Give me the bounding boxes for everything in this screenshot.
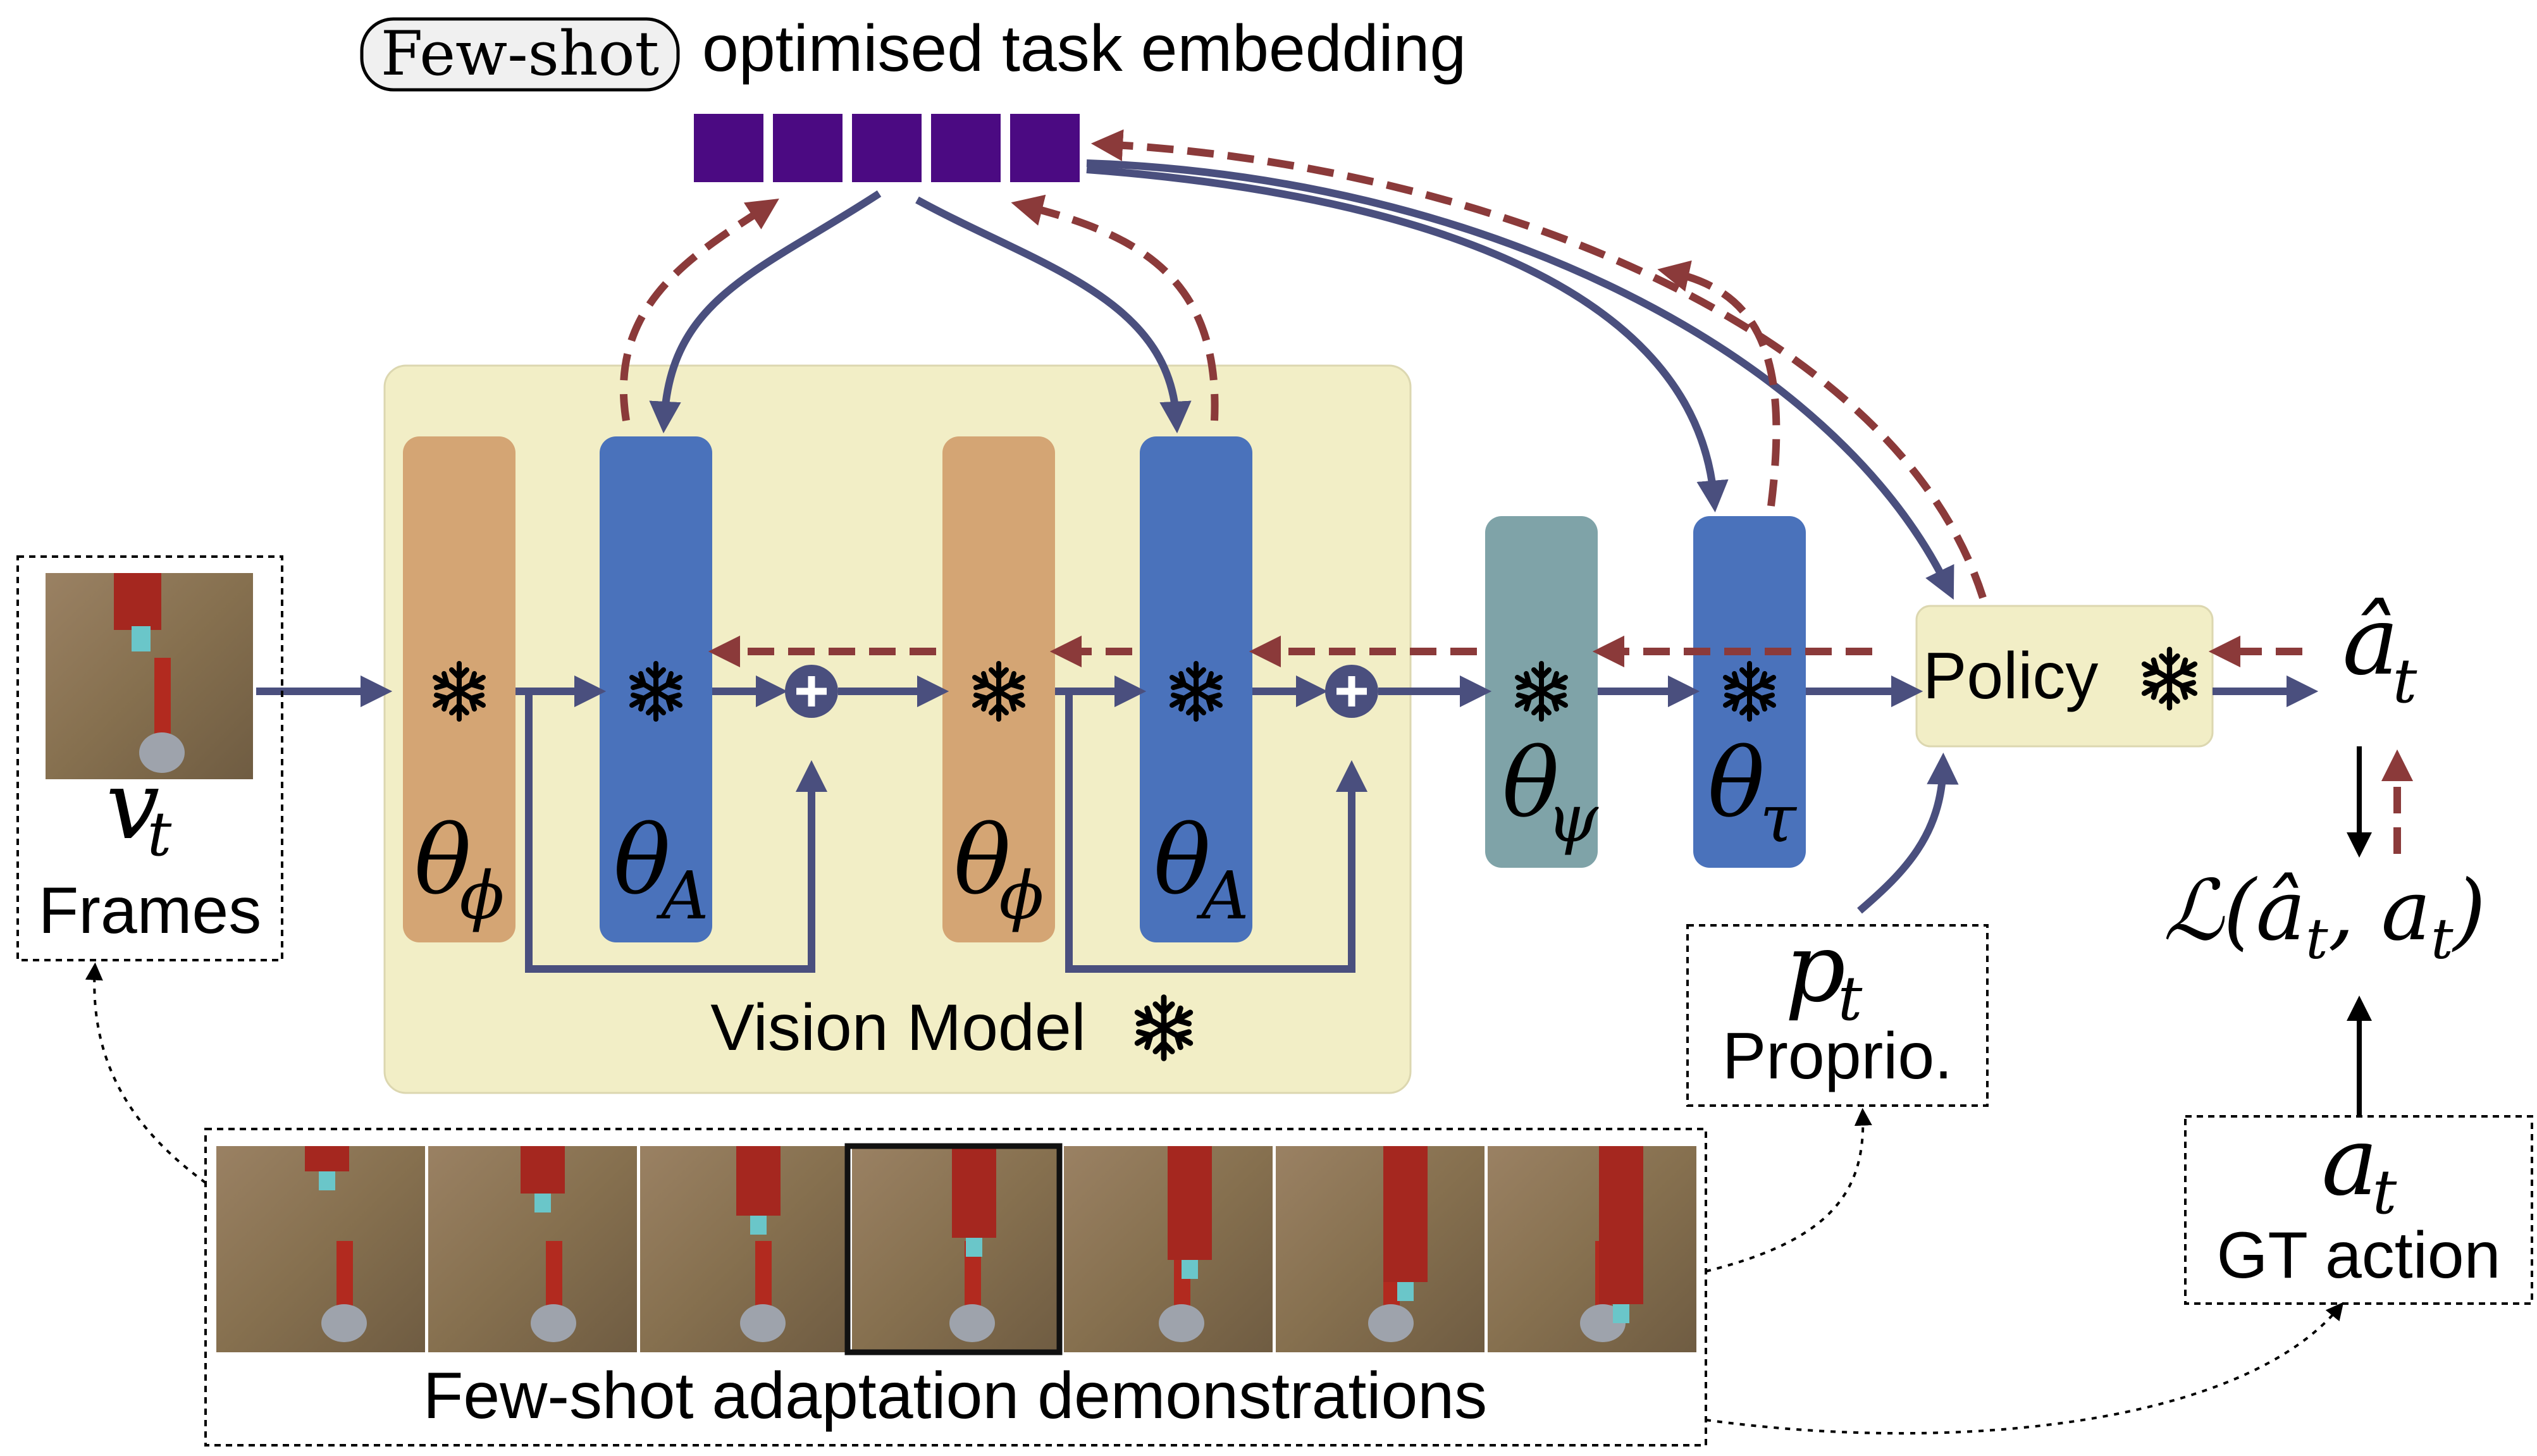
embedding-cell	[931, 114, 1001, 182]
svg-text:A: A	[656, 857, 708, 934]
svg-text:A: A	[1196, 857, 1249, 934]
svg-text:Proprio.: Proprio.	[1722, 1020, 1953, 1093]
demo-frame	[1488, 1146, 1696, 1352]
dotted-connectors	[85, 962, 2344, 1435]
few-shot-badge-text: Few-shot	[381, 18, 659, 89]
vision-model-label: Vision Model	[710, 991, 1086, 1064]
embedding-cell	[1010, 114, 1080, 182]
phi-block-1: θ ϕ	[403, 436, 515, 942]
frame-thumbnail	[46, 573, 253, 779]
demo-frame	[1064, 1146, 1273, 1352]
forward-flow	[256, 159, 2319, 914]
demo-frame	[640, 1146, 849, 1352]
proprio-input: p t Proprio.	[1686, 913, 1989, 1107]
psi-block: θ ψ	[1485, 516, 1599, 868]
phi-block-2: θ ϕ	[942, 436, 1055, 942]
demos-label: Few-shot adaptation demonstrations	[423, 1359, 1487, 1433]
gradient-flow	[619, 129, 2414, 854]
demo-frame	[216, 1146, 425, 1352]
svg-text:τ: τ	[1760, 780, 1797, 857]
svg-text:t: t	[147, 799, 172, 870]
svg-text:θ: θ	[1708, 729, 1765, 839]
demonstrations-strip: Few-shot adaptation demonstrations	[204, 1128, 1707, 1447]
svg-text:t: t	[1838, 963, 1863, 1034]
attn-block-2: θ A	[1140, 436, 1252, 942]
attn-block-1: θ A	[600, 436, 712, 942]
gt-action-input: a t GT action	[2184, 1107, 2533, 1305]
plus-circle-icon	[785, 665, 838, 718]
svg-text:θ: θ	[1502, 729, 1559, 839]
svg-text:GT action: GT action	[2217, 1219, 2501, 1292]
svg-text:â: â	[2342, 586, 2398, 696]
highlighted-demo-frame	[844, 1143, 1063, 1355]
demo-frame	[428, 1146, 637, 1352]
tau-block: θ τ	[1693, 516, 1806, 868]
svg-text:θ: θ	[1154, 806, 1211, 916]
svg-text:p: p	[1785, 913, 1846, 1023]
vision-model-panel	[383, 364, 1412, 1094]
svg-text:t: t	[2393, 646, 2417, 717]
embedding-cell	[694, 114, 763, 182]
predicted-action: â t	[2342, 586, 2417, 717]
svg-text:ℒ(ât, at): ℒ(ât, at)	[2163, 862, 2486, 972]
embedding-cell	[852, 114, 922, 182]
svg-text:θ: θ	[954, 806, 1011, 916]
policy-block: Policy	[1915, 605, 2214, 748]
svg-text:θ: θ	[414, 806, 471, 916]
frames-input: v t Frames	[16, 555, 283, 961]
header-title: optimised task embedding	[702, 12, 1466, 85]
task-embedding	[694, 114, 1080, 182]
svg-text:a: a	[2321, 1107, 2378, 1217]
svg-text:ϕ: ϕ	[460, 857, 505, 934]
residual-connection-2	[1065, 691, 1368, 973]
svg-text:θ: θ	[614, 806, 670, 916]
frames-label: Frames	[39, 874, 261, 947]
svg-text:ψ: ψ	[1546, 780, 1599, 857]
svg-text:ϕ: ϕ	[999, 857, 1044, 934]
svg-text:Policy: Policy	[1923, 639, 2098, 713]
frames-var: v	[106, 751, 160, 861]
demo-frame	[1276, 1146, 1485, 1352]
demo-frames	[216, 1146, 1696, 1352]
loss-expression: ℒ(ât, at)	[2163, 862, 2486, 972]
demo-frame	[852, 1146, 1061, 1352]
embedding-cell	[773, 114, 843, 182]
header: Few-shot optimised task embedding	[360, 12, 1466, 92]
svg-text:t: t	[2373, 1157, 2397, 1228]
few-shot-badge	[360, 17, 680, 92]
plus-circle-icon	[1325, 665, 1378, 718]
residual-connection-1	[525, 691, 828, 973]
